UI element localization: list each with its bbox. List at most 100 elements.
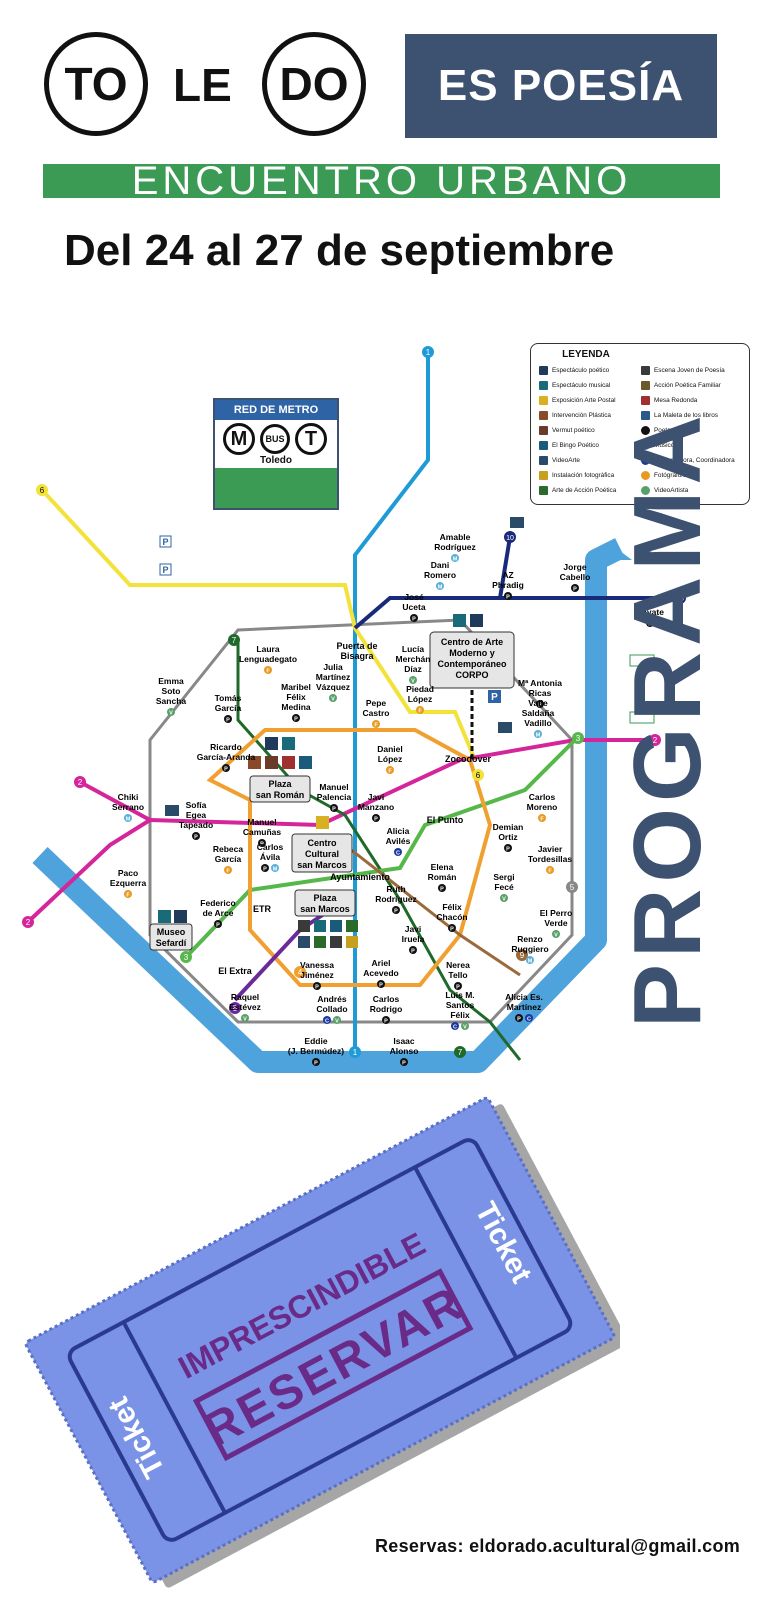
metro-bus-badge: BUS — [260, 424, 290, 454]
person-name: Ávila — [260, 852, 281, 862]
legend-label: Intervención Plástica — [552, 412, 611, 419]
legend-item: Intervención Plástica — [539, 411, 611, 420]
person-name: Martínez — [507, 1002, 541, 1012]
person-name: Tomás — [215, 693, 242, 703]
legend-label: La Maleta de los libros — [654, 412, 718, 419]
person-name: Ortiz — [498, 832, 517, 842]
person-name: Sofía — [186, 800, 207, 810]
legend-label: Presentadora, Coordinadora — [654, 457, 735, 464]
role-letter: P — [450, 927, 454, 933]
person-name: Merchán — [396, 654, 431, 664]
svg-text:2: 2 — [78, 778, 83, 787]
person-name: Emma — [158, 676, 184, 686]
person-name: Uceta — [402, 602, 425, 612]
role-letter: M — [453, 557, 458, 563]
role-dot — [410, 614, 418, 622]
role-letter: F — [226, 869, 230, 875]
person-name: Renzo — [517, 934, 543, 944]
person-name: Rodríguez — [375, 894, 417, 904]
role-letter: C — [396, 851, 400, 857]
legend-label: Espectáculo poético — [552, 367, 610, 374]
legend-swatch — [539, 486, 548, 495]
person-name: Iruela — [402, 934, 425, 944]
person-name: Javier — [538, 844, 563, 854]
legend-swatch — [641, 426, 650, 435]
legend-item: Vermut poético — [539, 426, 595, 435]
role-dot — [261, 864, 269, 872]
role-dot — [224, 866, 232, 874]
person-name: García — [215, 854, 242, 864]
person-name: Sancha — [156, 696, 187, 706]
es-poesia-banner: ES POESÍA — [405, 34, 717, 138]
person-name: Alonso — [390, 1046, 419, 1056]
role-dot — [438, 884, 446, 892]
person-name: El Perro — [540, 908, 573, 918]
person-name: Raquel — [231, 992, 259, 1002]
role-dot — [392, 906, 400, 914]
metro-sign: RED DE METRO M BUS T Toledo — [213, 398, 339, 510]
river-tip — [590, 545, 632, 560]
svg-text:6: 6 — [476, 771, 481, 780]
person-name: Santos — [446, 1000, 475, 1010]
svg-text:7: 7 — [232, 636, 237, 645]
role-letter: P — [394, 909, 398, 915]
svg-text:Zocodover: Zocodover — [445, 754, 492, 764]
legend-item: Acción Poética Familiar — [641, 381, 721, 390]
svg-text:Museo: Museo — [157, 927, 186, 937]
person-name: Elena — [431, 862, 454, 872]
role-dot — [222, 764, 230, 772]
role-dot — [271, 864, 279, 872]
le-text: LE — [173, 59, 232, 111]
person-name: José — [404, 592, 424, 602]
svg-text:8: 8 — [233, 1004, 238, 1013]
role-dot — [394, 848, 402, 856]
ticket: Ticket Ticket IMPRESCINDIBLE RESERVAR — [24, 1096, 620, 1588]
person-name: Jorge — [563, 562, 586, 572]
person-name: Carlos — [373, 994, 400, 1004]
role-dot — [333, 1016, 341, 1024]
person-name: Verde — [544, 918, 567, 928]
role-letter: M — [528, 959, 533, 965]
svg-text:P: P — [162, 565, 168, 575]
legend-item: VideoArte — [539, 456, 580, 465]
svg-text:Sefardí: Sefardí — [156, 938, 187, 948]
legend-item: Escena Joven de Poesía — [641, 366, 725, 375]
legend-label: Fotógrafo/a — [654, 472, 687, 479]
venue-plaza-roman: Plaza san Román — [249, 775, 311, 803]
metro-map: 1 1 6 10 10 2 2 2 3 3 7 7 6 4 5 8 9 P P … — [22, 346, 686, 1073]
venue-centro-cultural: Centro Cultural san Marcos — [291, 833, 353, 873]
role-letter: V — [169, 711, 173, 717]
person-name: Alicia — [387, 826, 410, 836]
person-name: Paco — [118, 868, 138, 878]
person-name: Nerea — [446, 960, 470, 970]
person-name: Ricardo — [210, 742, 242, 752]
person-name: (J. Bermúdez) — [288, 1046, 344, 1056]
legend-item: Arte de Acción Poética — [539, 486, 616, 495]
person-name: Romero — [424, 570, 456, 580]
legend-swatch — [539, 411, 548, 420]
role-dot — [451, 1022, 459, 1030]
person-name: Piedad — [406, 684, 434, 694]
legend-label: Espectáculo musical — [552, 382, 611, 389]
role-letter: P — [194, 835, 198, 841]
person-name: Alicia Es. — [505, 992, 543, 1002]
role-letter: V — [243, 1017, 247, 1023]
svg-text:3: 3 — [184, 953, 189, 962]
person-name: Andrés — [317, 994, 347, 1004]
